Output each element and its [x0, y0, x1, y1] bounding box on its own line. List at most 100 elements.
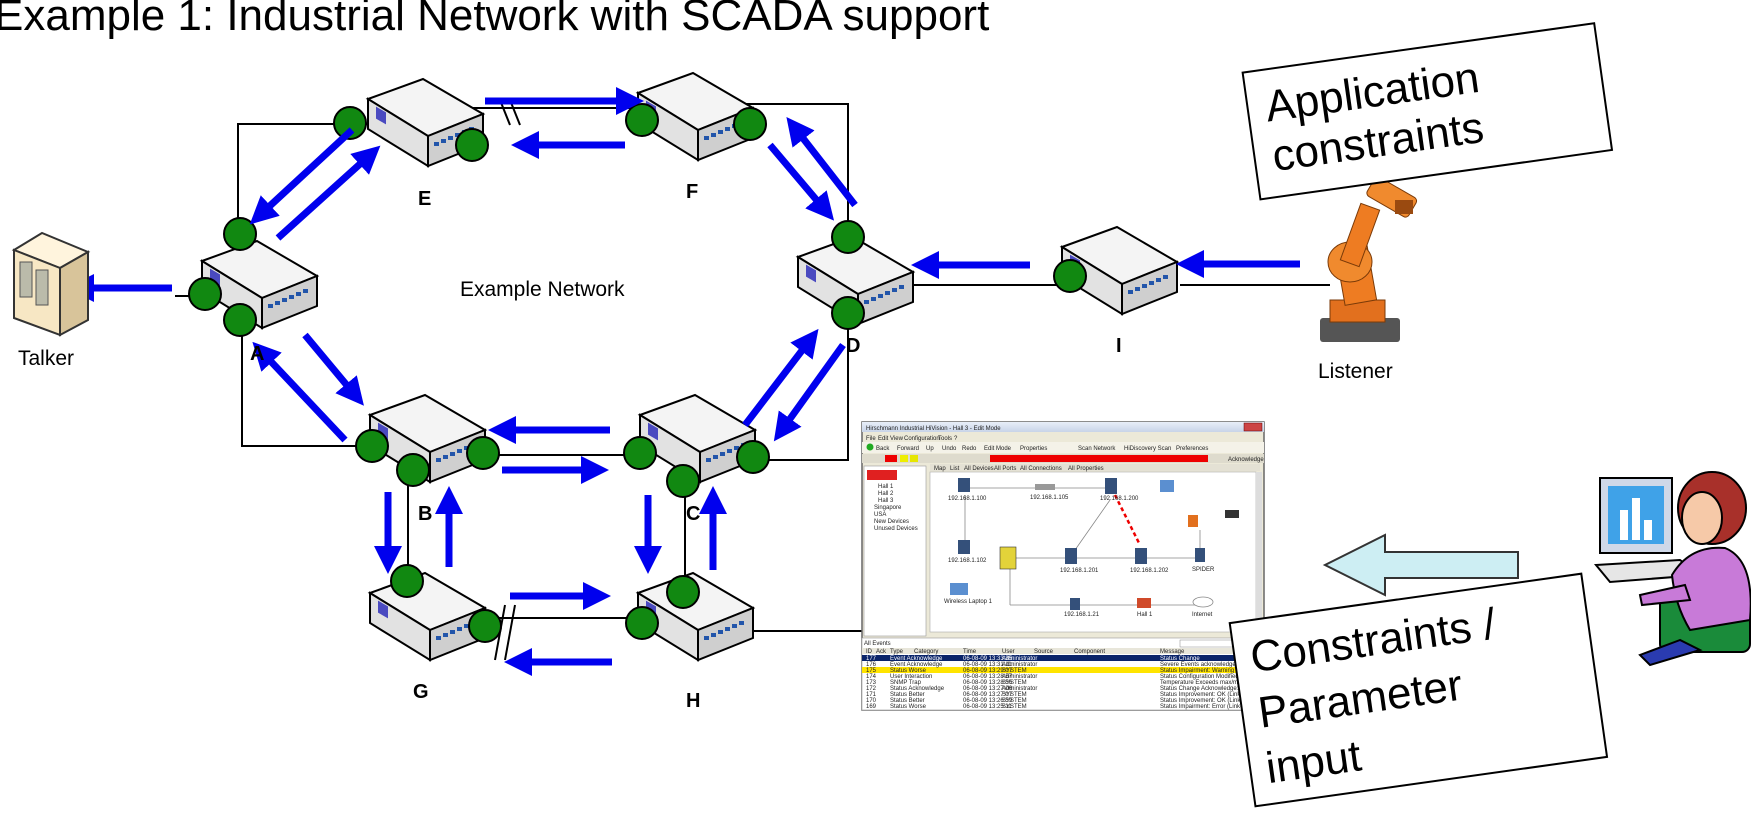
node-label-H: H — [686, 690, 700, 712]
column-header: Ack — [876, 649, 887, 655]
table-cell: Status Configuration Modified — [1160, 674, 1239, 680]
close-icon[interactable] — [1243, 422, 1263, 432]
tab-all-connections[interactable]: All Connections — [1020, 466, 1062, 472]
switch-G — [369, 572, 486, 661]
menu-configuration[interactable]: Configuration — [904, 436, 940, 442]
user-at-computer-icon — [1593, 471, 1751, 667]
table-cell: SYSTEM — [1002, 668, 1027, 674]
acknowledge-button[interactable]: Acknowledge — [1228, 457, 1264, 463]
menu-tools[interactable]: Tools — [938, 436, 952, 442]
toolbar-forward[interactable]: Forward — [897, 446, 919, 452]
device-label: SPIDER — [1192, 567, 1215, 573]
tab-all-ports[interactable]: All Ports — [994, 466, 1016, 472]
table-cell: Event Acknowledge — [890, 656, 943, 662]
traffic-arrows — [66, 87, 1300, 676]
device-label: 192.168.1.201 — [1060, 568, 1099, 574]
toolbar-undo[interactable]: Undo — [942, 446, 957, 452]
column-header: Category — [914, 649, 938, 655]
tab-all-properties[interactable]: All Properties — [1068, 466, 1104, 472]
table-cell: Temperature Exceeds max/min Limit — [1160, 680, 1257, 686]
column-header: User — [1002, 649, 1015, 655]
table-cell: 06-08-09 13:25:11 — [963, 704, 1012, 710]
toolbar-preferences[interactable]: Preferences — [1176, 446, 1208, 452]
table-cell: SYSTEM — [1002, 680, 1027, 686]
menu-help[interactable]: ? — [954, 436, 958, 442]
table-row[interactable]: 172 Status Acknowledge 06-08-09 13:27:06Ad… — [866, 686, 1253, 692]
toolbar-up[interactable]: Up — [926, 446, 934, 452]
table-cell: Status Acknowledge — [890, 686, 945, 692]
toolbar-scan-network[interactable]: Scan Network — [1078, 446, 1116, 452]
device-label: 192.168.1.102 — [948, 558, 987, 564]
table-cell: Status Improvement: OK (Link-Up) — [1160, 698, 1252, 704]
table-cell: 176 — [866, 662, 877, 668]
device-label: 192.168.1.202 — [1130, 568, 1169, 574]
table-cell: SYSTEM — [1002, 704, 1027, 710]
robot-arm-icon — [1320, 176, 1418, 342]
scada-map-scrollbar[interactable] — [1256, 472, 1262, 632]
node-label-I: I — [1116, 335, 1122, 357]
toolbar-hidiscovery[interactable]: HiDiscovery Scan — [1124, 446, 1171, 452]
node-label-C: C — [686, 503, 700, 525]
table-cell: Status Change — [1160, 656, 1200, 662]
table-cell: Status Change Acknowledge: Error — [1160, 686, 1253, 692]
device-label: 192.168.1.21 — [1064, 612, 1100, 618]
table-cell: SYSTEM — [1002, 698, 1027, 704]
table-cell: 170 — [866, 698, 877, 704]
toolbar-back[interactable]: Back — [876, 446, 890, 452]
column-header: Source — [1034, 649, 1054, 655]
node-label-F: F — [686, 181, 698, 203]
input-arrow-icon — [1322, 533, 1519, 597]
tree-item[interactable]: Hall 1 — [878, 484, 894, 490]
toolbar-properties[interactable]: Properties — [1020, 446, 1047, 452]
table-cell: Status Impairment: Warning (Temperature) — [1160, 668, 1273, 674]
tree-item[interactable]: New Devices — [874, 519, 909, 525]
tab-map[interactable]: Map — [934, 466, 946, 472]
toolbar-redo[interactable]: Redo — [962, 446, 977, 452]
table-cell: 06-08-09 13:27:06 — [963, 686, 1013, 692]
example-network-label: Example Network — [460, 278, 625, 301]
device-label: Hall 1 — [1137, 612, 1153, 618]
table-cell: 172 — [866, 686, 877, 692]
table-cell: 06-08-09 13:26:59 — [963, 698, 1013, 704]
column-header: ID — [866, 649, 873, 655]
back-icon[interactable] — [866, 443, 874, 451]
menu-view[interactable]: View — [890, 436, 904, 442]
scada-toolbar: Back Forward Up Undo Redo Edit Mode Prop… — [866, 443, 1208, 452]
column-header: Time — [963, 649, 977, 655]
talker-label: Talker — [18, 347, 74, 370]
table-cell: 173 — [866, 680, 877, 686]
table-cell: 06-08-09 13:31:11 — [963, 662, 1012, 668]
node-label-A: A — [250, 343, 264, 365]
tree-item[interactable]: Hall 2 — [878, 491, 894, 497]
table-cell: Status Impairment: Error (Link-Down) — [1160, 704, 1259, 710]
toolbar-edit-mode[interactable]: Edit Mode — [984, 446, 1012, 452]
menu-edit[interactable]: Edit — [878, 436, 889, 442]
table-cell: Administrator — [1002, 686, 1037, 692]
table-cell: 171 — [866, 692, 877, 698]
table-cell: 06-08-09 13:28:56 — [963, 680, 1013, 686]
tree-item[interactable]: Singapore — [874, 505, 902, 511]
table-cell: Status Better — [890, 692, 925, 698]
table-cell: Event Acknowledge — [890, 662, 943, 668]
tab-list[interactable]: List — [950, 466, 960, 472]
table-cell: Administrator — [1002, 656, 1037, 662]
port-dots — [188, 103, 1087, 643]
tree-item[interactable]: USA — [874, 512, 886, 518]
tab-all-devices[interactable]: All Devices — [964, 466, 994, 472]
table-cell: 06-08-09 13:28:57 — [963, 674, 1013, 680]
column-header: Component — [1074, 649, 1105, 655]
table-cell: Status Improvement: OK (Link-Up) — [1160, 692, 1252, 698]
tree-item[interactable]: Unused Devices — [874, 526, 918, 532]
device-label: Internet — [1192, 612, 1213, 618]
scada-tabs: Map List All Devices All Ports All Conne… — [930, 464, 1260, 472]
menu-file[interactable]: File — [866, 436, 876, 442]
tree-item[interactable]: Hall 3 — [878, 498, 894, 504]
